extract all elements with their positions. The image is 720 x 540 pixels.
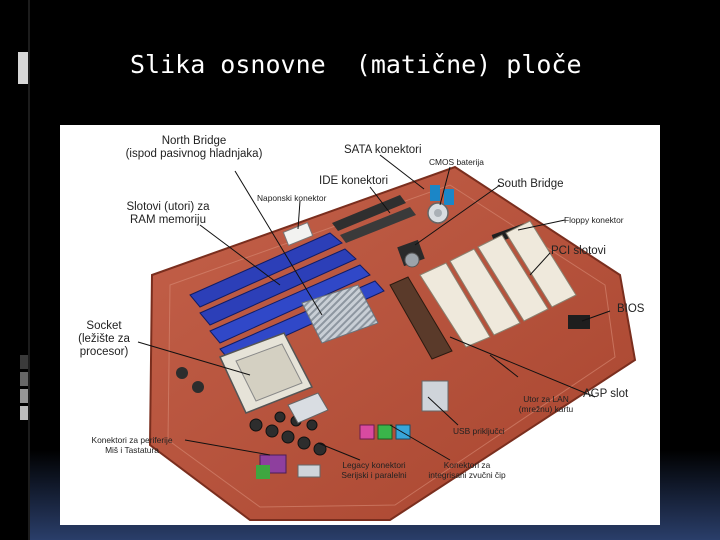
label-bios: BIOS [617,303,645,315]
label-cmos: CMOS baterija [429,157,484,167]
label-socket: Socket (ležište za procesor) [78,320,130,359]
slide-title: Slika osnovne (matične) ploče [130,50,582,79]
left-accent-bar [28,0,30,540]
label-sata: SATA konektori [344,144,422,156]
label-usb: USB priključci [453,426,505,436]
label-audio: Konektori za integrisani zvučni čip [428,460,506,480]
label-peripherals: Konektori za periferije Miš i Tastatura [91,435,173,455]
heatsink [301,284,379,344]
decor-square [20,372,28,386]
label-lan: Utor za LAN (mrežnu) kartu [518,394,574,414]
label-pci-slots: PCI slotovi [551,245,606,257]
decor-square [18,52,28,84]
label-north-bridge: North Bridge (ispod pasivnog hladnjaka) [125,135,263,161]
decor-square [20,406,28,420]
motherboard-illustration [137,154,637,521]
motherboard-figure: North Bridge (ispod pasivnog hladnjaka) … [60,125,660,525]
label-power-connector: Naponski konektor [257,193,327,203]
decor-square [20,389,28,403]
leader-lines [137,154,611,461]
label-agp-slot: AGP slot [583,388,629,400]
label-floppy: Floppy konektor [564,215,624,225]
label-ide: IDE konektori [319,175,389,187]
label-ram-slots: Slotovi (utori) za RAM memoriju [126,201,210,227]
pci-slots [419,220,577,348]
decor-square [20,355,28,369]
label-legacy: Legacy konektori Serijski i paralelni [341,460,407,480]
label-south-bridge: South Bridge [497,178,564,190]
ide-connectors [332,195,416,243]
